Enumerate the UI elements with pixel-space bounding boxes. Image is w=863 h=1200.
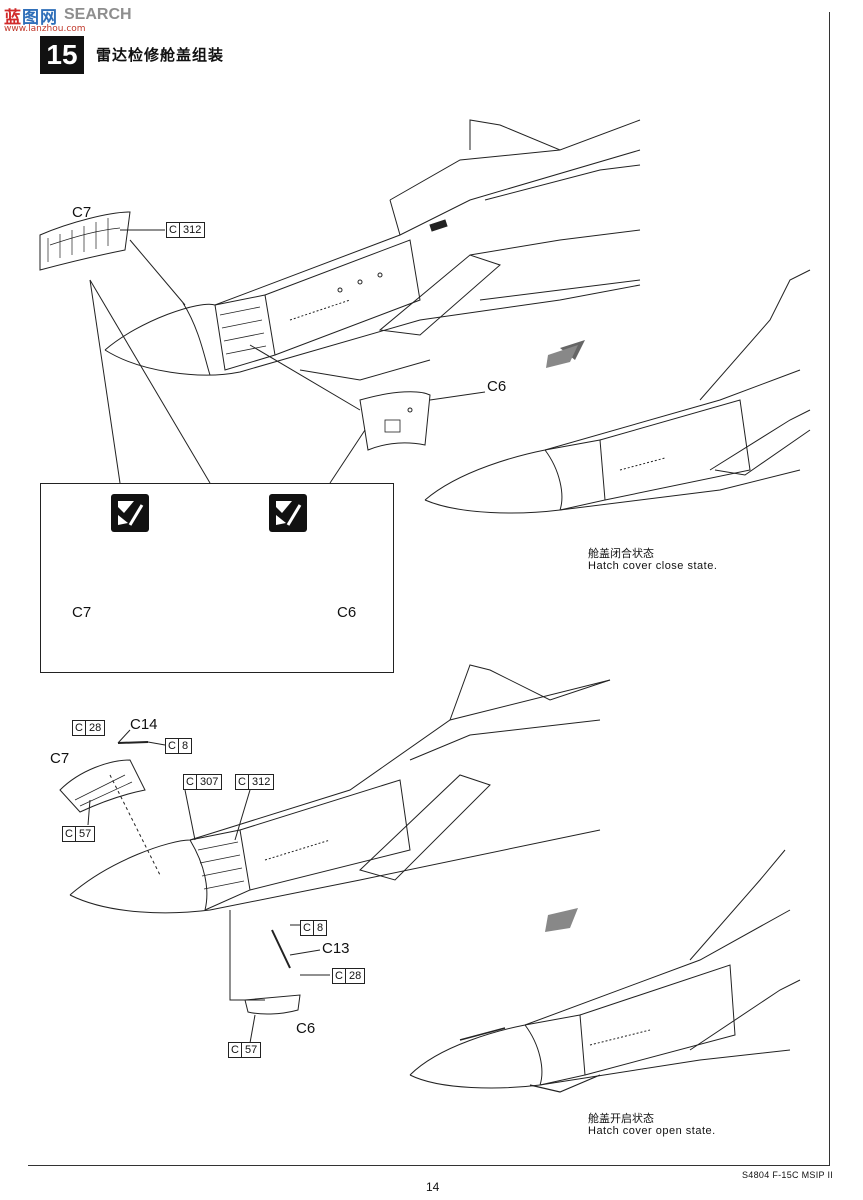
c13-rod bbox=[271, 929, 291, 969]
label-c7-top: C7 bbox=[72, 204, 92, 221]
leader-c6-bottom-path bbox=[229, 910, 265, 1001]
reference-inset bbox=[40, 483, 394, 673]
leader-c7-to-nose-bottom bbox=[109, 774, 161, 876]
leader-c7-to-nose bbox=[129, 239, 186, 306]
label-c7-inset: C7 bbox=[72, 604, 92, 621]
watermark-url: www.lanzhou.com bbox=[4, 24, 86, 34]
watermark-search: SEARCH bbox=[64, 6, 132, 23]
closed-state-aircraft bbox=[424, 269, 811, 514]
arrow-bottom bbox=[545, 908, 578, 932]
watermark-logo-b: 图网 bbox=[22, 7, 58, 28]
leader-c312-bottom bbox=[234, 789, 251, 841]
caption-close-zh: 舱盖闭合状态 bbox=[588, 547, 654, 560]
top-aircraft-drawing bbox=[104, 119, 641, 381]
c7-panel-bottom bbox=[59, 759, 146, 813]
label-c6-inset: C6 bbox=[337, 604, 357, 621]
c6-panel-bottom bbox=[244, 994, 301, 1015]
caption-open-en: Hatch cover open state. bbox=[588, 1125, 716, 1137]
leader-c307 bbox=[184, 789, 196, 841]
label-c6-bottom: C6 bbox=[296, 1020, 316, 1037]
label-c14: C14 bbox=[130, 716, 158, 733]
leader-c6-label bbox=[429, 391, 486, 401]
leader-c57-a bbox=[87, 799, 91, 826]
page-border-right bbox=[829, 12, 830, 1165]
c14-rod bbox=[117, 741, 149, 744]
warning-icon-2 bbox=[269, 494, 307, 532]
bottom-aircraft-drawing bbox=[69, 664, 611, 914]
open-state-aircraft bbox=[409, 849, 801, 1093]
leader-c8-a bbox=[147, 741, 166, 746]
label-c7-bottom: C7 bbox=[50, 750, 70, 767]
leader-c7-to-inset-b bbox=[89, 279, 211, 484]
c6-panel-top bbox=[359, 391, 431, 451]
leader-c14 bbox=[117, 729, 131, 744]
c7-panel-top bbox=[39, 211, 131, 271]
footer-model: S4804 F-15C MSIP II bbox=[742, 1170, 834, 1180]
watermark-logo: 蓝图网 bbox=[4, 3, 58, 28]
watermark: 蓝图网 SEARCH bbox=[4, 3, 132, 28]
leader-c57-b bbox=[249, 1014, 256, 1044]
leader-c6-to-nose bbox=[249, 344, 361, 411]
watermark-logo-a: 蓝 bbox=[4, 7, 22, 28]
caption-close-en: Hatch cover close state. bbox=[588, 560, 718, 572]
leader-c7-to-inset bbox=[89, 279, 121, 484]
label-c13: C13 bbox=[322, 940, 350, 957]
step-title: 雷达检修舱盖组装 bbox=[96, 46, 225, 64]
step-number: 15 bbox=[40, 36, 84, 74]
label-c6-top: C6 bbox=[487, 378, 507, 395]
page-number: 14 bbox=[426, 1180, 440, 1194]
leader-c6-to-inset bbox=[329, 429, 366, 484]
warning-icon bbox=[111, 494, 149, 532]
page-border-bottom bbox=[28, 1165, 830, 1166]
caption-open-zh: 舱盖开启状态 bbox=[588, 1112, 654, 1125]
